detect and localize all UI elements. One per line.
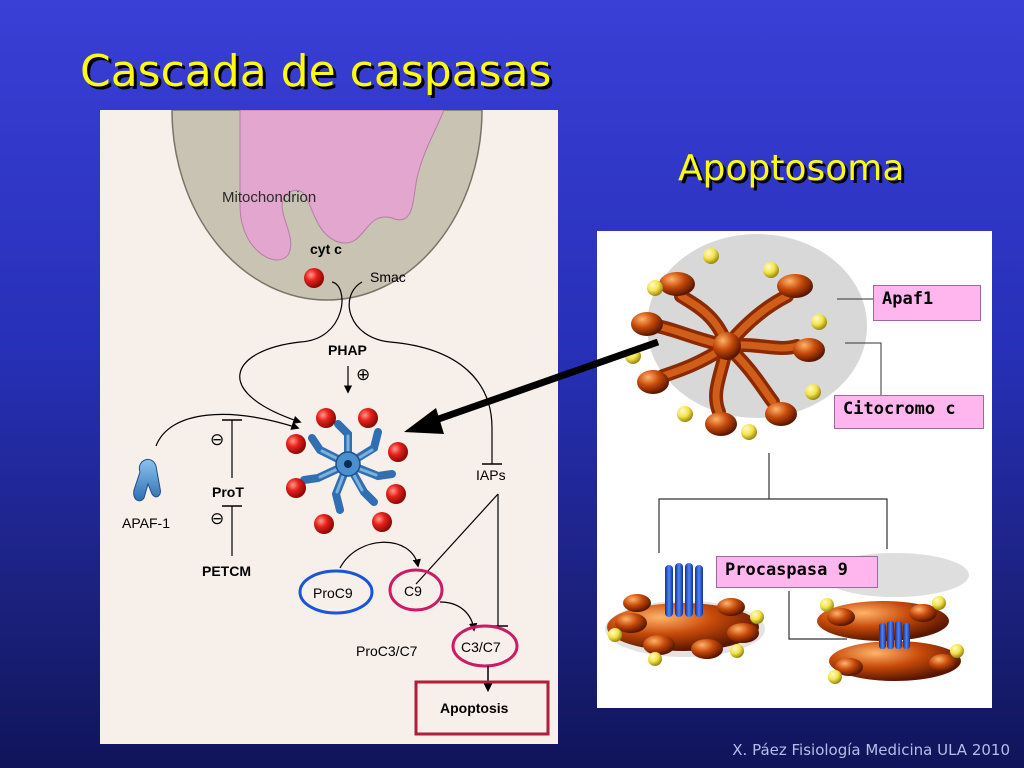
blank-label-area (649, 459, 757, 495)
c3c7-label: C3/C7 (461, 639, 501, 655)
footer-credit: X. Páez Fisiología Medicina ULA 2010 (732, 741, 1010, 759)
apoptosome-side-view-left-icon (605, 563, 765, 666)
citocromo-label-box: Citocromo c (834, 395, 984, 429)
phap-label: PHAP (328, 342, 367, 358)
apoptosome-top-view-icon (625, 248, 827, 440)
mitochondrion-label: Mitochondrion (222, 189, 316, 206)
apoptosis-label: Apoptosis (440, 700, 509, 716)
cytochrome-c-dot (304, 268, 324, 288)
apoptosome-wheel-icon (286, 408, 408, 534)
slide-subtitle: Apoptosoma (678, 148, 905, 189)
iaps-label: IAPs (476, 467, 506, 483)
apoptosome-shadow (647, 234, 867, 418)
cyt-c-label: cyt c (310, 241, 342, 257)
plus-sign: ⊕ (356, 365, 370, 384)
c9-label: C9 (404, 583, 422, 599)
apoptosis-box (414, 680, 550, 736)
prot-label: ProT (212, 484, 244, 500)
cyt-c-pathway-line (239, 281, 343, 424)
apaf1-label: APAF-1 (122, 515, 170, 531)
proc9-circle (298, 569, 374, 615)
slide-title: Cascada de caspasas (80, 46, 552, 97)
tree-connector-right (788, 591, 847, 640)
caspase-cascade-diagram: Mitochondrion cyt c Smac PHAP ⊕ APAF-1 ⊖… (100, 109, 558, 744)
smac-label: Smac (370, 269, 406, 285)
apaf1-label-box: Apaf1 (873, 285, 981, 321)
apaf1-to-apoptosome-arrow (155, 413, 300, 447)
minus-sign-bottom: ⊖ (210, 509, 224, 528)
iaps-to-c9-line (415, 493, 499, 585)
mitochondrion-shape (171, 109, 483, 301)
procaspasa-label-box: Procaspasa 9 (716, 556, 878, 588)
proc3c7-label: ProC3/C7 (356, 643, 418, 659)
c3c7-circle (451, 624, 519, 668)
minus-sign-top: ⊖ (210, 430, 224, 449)
apaf1-molecule-icon (133, 458, 161, 502)
citocromo-leader-line (845, 342, 882, 399)
proc9-label: ProC9 (313, 585, 353, 601)
c9-circle (388, 568, 444, 612)
petcm-label: PETCM (202, 563, 251, 579)
tree-connector-horizontal (658, 498, 888, 553)
proc9-to-c9-arrow (339, 541, 421, 569)
